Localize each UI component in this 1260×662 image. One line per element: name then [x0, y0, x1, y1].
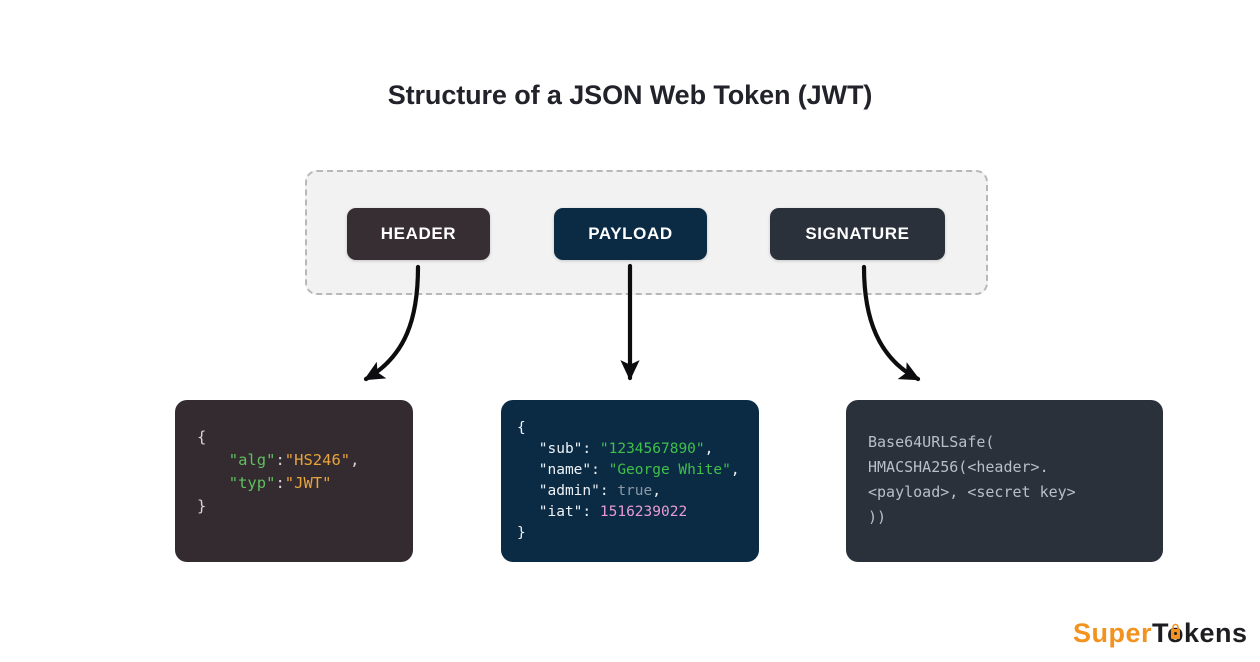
logo-text-super: Super — [1073, 618, 1153, 648]
logo-text-tokens: Tokens — [1152, 618, 1248, 649]
payload-key-admin: "admin": — [538, 483, 609, 499]
token-part-payload-label: PAYLOAD — [588, 224, 673, 243]
header-open-brace: { — [197, 428, 207, 446]
header-comma-alg: , — [350, 451, 360, 469]
header-colon-alg: : — [275, 451, 285, 469]
payload-comma-name: , — [730, 462, 740, 478]
code-block-payload: { "sub": "1234567890", "name": "George W… — [501, 400, 759, 562]
payload-key-name: "name": — [538, 462, 600, 478]
token-part-signature[interactable]: SIGNATURE — [770, 208, 945, 260]
payload-close-brace: } — [517, 525, 526, 541]
supertokens-logo: Super Tokens — [1073, 618, 1248, 649]
payload-value-iat: 1516239022 — [599, 504, 688, 520]
payload-comma-admin: , — [652, 483, 661, 499]
header-key-typ: "typ" — [228, 474, 276, 492]
payload-value-sub: "1234567890" — [599, 441, 705, 457]
payload-open-brace: { — [517, 420, 526, 436]
header-colon-typ: : — [275, 474, 285, 492]
token-part-header[interactable]: HEADER — [347, 208, 490, 260]
header-close-brace: } — [197, 497, 207, 515]
payload-key-iat: "iat": — [538, 504, 592, 520]
payload-value-name: "George White" — [608, 462, 731, 478]
signature-line-2: HMACSHA256(<header>. — [868, 458, 1049, 476]
signature-line-3: <payload>, <secret key> — [868, 483, 1076, 501]
signature-line-1: Base64URLSafe( — [868, 433, 995, 451]
payload-value-admin: true — [617, 483, 653, 499]
code-block-header: { "alg":"HS246", "typ":"JWT" } — [175, 400, 413, 562]
payload-key-sub: "sub": — [538, 441, 592, 457]
header-key-alg: "alg" — [228, 451, 276, 469]
token-part-signature-label: SIGNATURE — [805, 224, 910, 243]
page-title: Structure of a JSON Web Token (JWT) — [387, 80, 873, 110]
payload-comma-sub: , — [704, 441, 714, 457]
signature-line-4: )) — [868, 508, 887, 526]
code-block-signature: Base64URLSafe( HMACSHA256(<header>. <pay… — [846, 400, 1163, 562]
header-value-alg: "HS246" — [284, 451, 351, 469]
token-part-header-label: HEADER — [380, 224, 457, 243]
token-part-payload[interactable]: PAYLOAD — [554, 208, 707, 260]
header-value-typ: "JWT" — [284, 474, 332, 492]
lock-icon — [1171, 623, 1181, 639]
logo-tokens-label: Tokens — [1152, 618, 1248, 648]
